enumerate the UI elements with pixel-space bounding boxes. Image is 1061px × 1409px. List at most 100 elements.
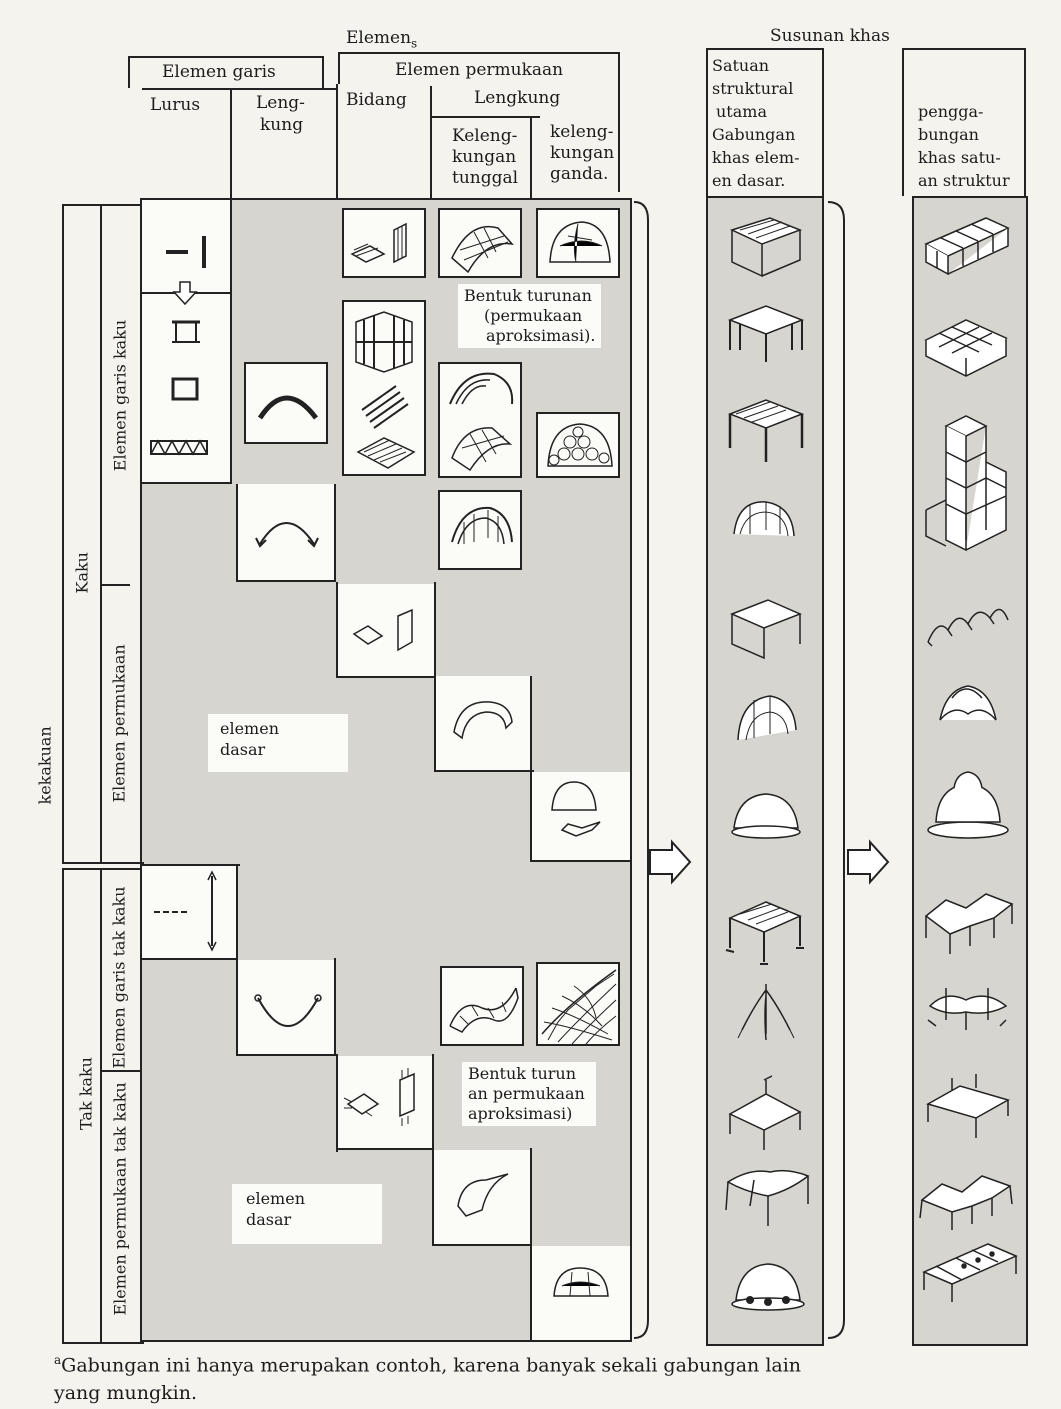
curved-membrane-icon: [452, 1170, 514, 1222]
slab-wall-unit-icon: [732, 218, 800, 276]
header-elemen-permukaan: Elemen permukaan: [395, 60, 563, 81]
side-div-takkaku: [100, 868, 102, 1344]
ss-line-5: khas elem-: [712, 146, 799, 169]
kg-step-bottom: [530, 860, 632, 862]
pg-line-4: an struktur: [918, 169, 1010, 192]
header-lurus: Lurus: [150, 95, 200, 116]
portal-frame-icon: [166, 314, 206, 344]
bracket-elemen-permukaan-right: [618, 52, 620, 192]
cell-kg-dome: [536, 208, 620, 278]
header-kelengkungan-ganda: keleng- kungan ganda.: [550, 122, 614, 185]
vault-shell-icon: [440, 210, 524, 280]
bidang-step-right: [434, 582, 436, 678]
star-tent-combination-icon: [928, 988, 1006, 1030]
side-frame-outer-2: [62, 868, 144, 1344]
slab-leg-unit-icon: [730, 400, 802, 462]
curved-arrow-arch-icon: [252, 508, 322, 548]
kg-line-1: keleng-: [550, 122, 614, 143]
hemisphere-icon: [544, 780, 624, 850]
note2-line-3: aproksimasi): [468, 1104, 590, 1124]
ed2-line-1: elemen: [246, 1188, 368, 1209]
penggabungan-structures-icons: [916, 200, 1026, 1340]
ribbed-vault-icon: [440, 364, 524, 480]
bracket-elemen-garis-right: [322, 56, 324, 88]
cable-lengkung-left: [236, 958, 238, 1056]
header-col-div-4: [530, 118, 532, 198]
arch-icon: [246, 364, 330, 446]
header-elemen-garis: Elemen garis: [162, 62, 276, 83]
cable-roof-unit-icon: [730, 1076, 800, 1150]
plate-frames-icon: [344, 302, 428, 478]
cell-kt-saddle: [440, 966, 524, 1046]
cell-kt-vault: [438, 208, 522, 278]
cylindrical-shell-icon: [446, 694, 520, 744]
satuan-structures-icons: [710, 200, 820, 1340]
table-frame-unit-icon: [730, 306, 802, 362]
cable-lengkung-right: [334, 958, 336, 1056]
kt-step-bottom: [434, 770, 534, 772]
side-div-kaku-mid: [100, 584, 130, 586]
header-susunan-khas: Susunan khas: [770, 26, 890, 47]
cable-tent-series-combination-icon: [926, 894, 1012, 954]
membrane-kt-right: [530, 1148, 532, 1246]
ss-line-1: Satuan: [712, 54, 799, 77]
note-bentuk-turunan-1: Bentuk turunan (permukaan aproksimasi).: [458, 284, 601, 348]
kt-line-2: kungan: [452, 147, 518, 168]
cell-kg-net: [536, 962, 620, 1046]
kt-step-right: [530, 676, 532, 772]
cube-row-combination-icon: [926, 218, 1008, 274]
note-elemen-dasar-2: elemen dasar: [232, 1184, 382, 1244]
kg-line-3: ganda.: [550, 164, 614, 185]
membrane-bidang-bottom: [336, 1148, 434, 1150]
bracket-elemen-garis-top: [128, 56, 324, 58]
bidang-step-left: [336, 582, 338, 678]
ss-line-6: en dasar.: [712, 169, 799, 192]
header-lengkung-1: Leng-: [256, 93, 305, 114]
hanging-cable-icon: [250, 990, 326, 1034]
membrane-bidang-left: [336, 1054, 338, 1152]
ss-line-4: Gabungan: [712, 123, 799, 146]
header-col-div-3: [430, 86, 432, 198]
kg-step-left: [530, 770, 532, 862]
membrane-kg-left: [530, 1244, 532, 1340]
footnote-line-1: aGabungan ini hanya merupakan contoh, ka…: [54, 1346, 1014, 1379]
label-elemen-garis-tak-kaku: Elemen garis tak kaku: [110, 883, 129, 1073]
dome-ring-unit-icon: [732, 794, 800, 838]
header-col-div-2: [336, 84, 338, 198]
barrel-shell-icon: [440, 492, 524, 572]
footnote-line-2: yang mungkin.: [54, 1379, 1014, 1407]
label-elemen-permukaan-tak-kaku: Elemen permukaan tak kaku: [111, 1096, 130, 1316]
tensioned-series-combination-icon: [920, 1176, 1012, 1230]
membrane-bidang-right: [432, 1054, 434, 1152]
note1-line-2: (permukaan: [464, 306, 595, 326]
header-penggabungan: pengga- bungan khas satu- an struktur: [918, 100, 1010, 192]
bidang-step-bottom: [336, 676, 436, 678]
tensioned-roof-unit-icon: [726, 1171, 808, 1226]
matrix-bracket-arrow: [632, 200, 698, 1340]
bracket-elemen-permukaan-left: [338, 52, 340, 84]
lurus-col-bottom: [142, 482, 232, 484]
note1-line-3: aproksimasi).: [464, 326, 595, 346]
cable-net-icon: [538, 964, 622, 1048]
ribbed-vault-unit-icon: [734, 502, 794, 536]
geodesic-dome-icon: [538, 414, 622, 480]
ed1-line-2: dasar: [220, 739, 336, 760]
cable-roof-series-combination-icon: [928, 1074, 1008, 1138]
pg-line-3: khas satu-: [918, 146, 1010, 169]
note2-line-2: an permukaan: [468, 1084, 590, 1104]
header-col-div-1: [230, 88, 232, 198]
header-bidang: Bidang: [346, 90, 407, 111]
plane-elements-icon: [350, 608, 422, 658]
barrel-vault-unit-icon: [738, 696, 796, 740]
dome-shell-icon: [538, 210, 622, 280]
ed2-line-2: dasar: [246, 1209, 368, 1230]
box-frame-unit-icon: [732, 600, 800, 658]
bracket-elemen-garis-left: [128, 56, 130, 88]
note2-line-1: Bentuk turun: [468, 1064, 590, 1084]
header-elemen-text: Elemen: [346, 28, 411, 48]
lengkung-step-right: [334, 484, 336, 582]
cell-kg-geodesic: [536, 412, 620, 478]
label-elemen-permukaan-kaku: Elemen permukaan: [110, 653, 129, 803]
stacked-cube-combination-icon: [926, 416, 1006, 550]
header-elemen: Elemens: [346, 28, 417, 54]
